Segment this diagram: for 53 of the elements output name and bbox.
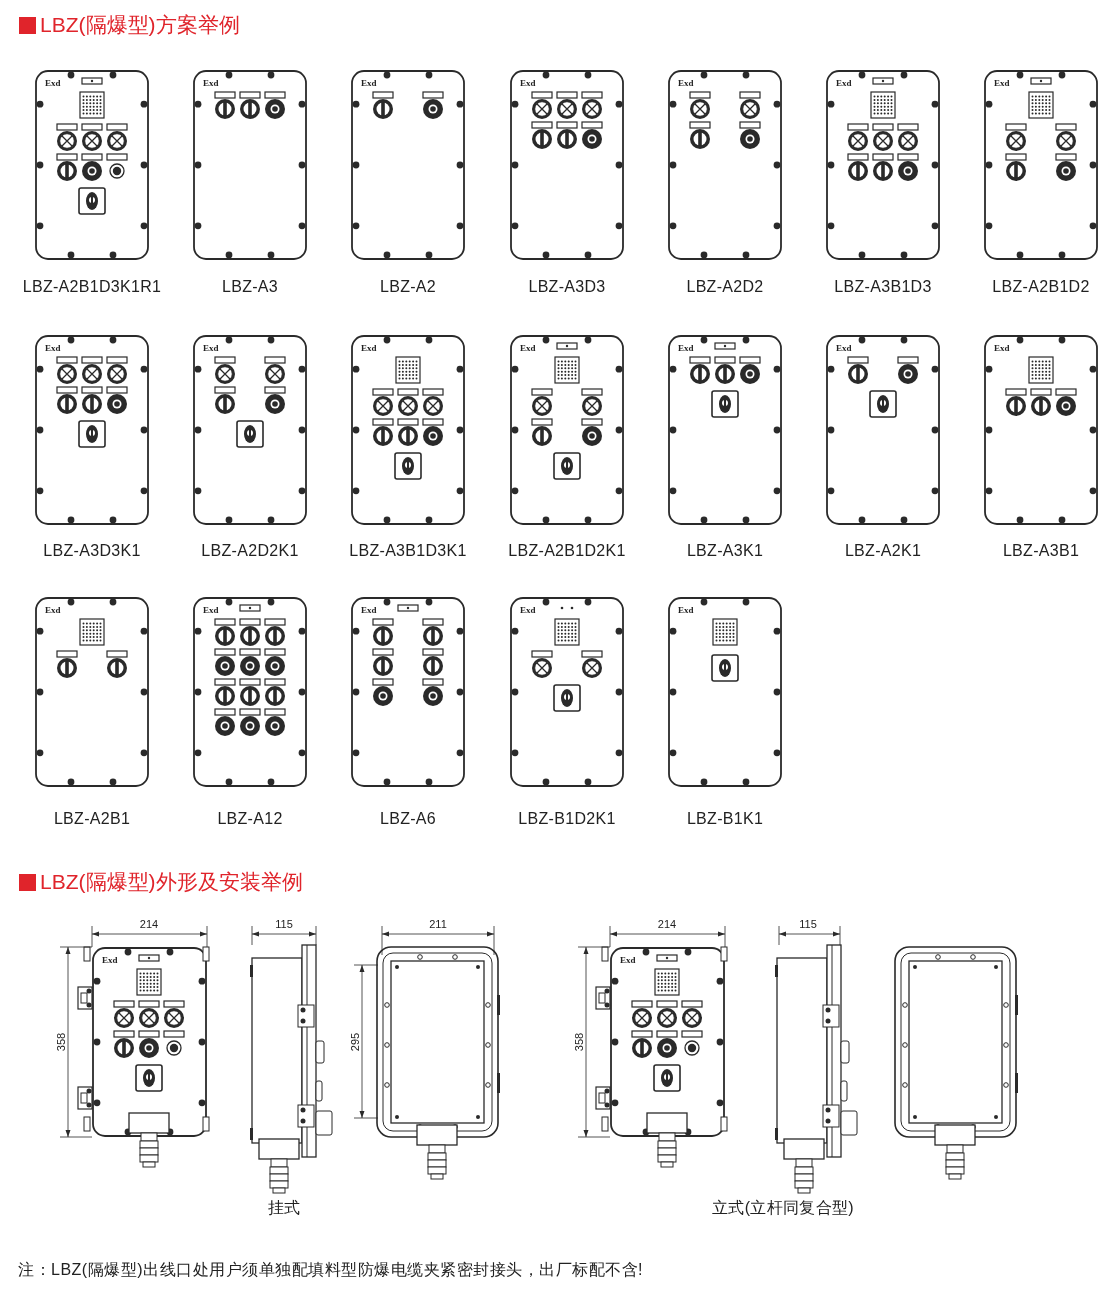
model-label: LBZ-A3	[222, 277, 278, 297]
marking-text: Exd	[836, 78, 852, 88]
model-label: LBZ-A6	[380, 809, 436, 829]
section-heading: LBZ(隔爆型)外形及安装举例	[40, 869, 303, 895]
dimension-label: 211	[429, 918, 447, 930]
marking-text: Exd	[836, 343, 852, 353]
marking-text: Exd	[361, 78, 377, 88]
dimension-label: 115	[275, 918, 293, 930]
model-label: LBZ-A3B1D3	[834, 277, 932, 297]
marking-text: Exd	[203, 78, 219, 88]
marking-text: Exd	[620, 955, 636, 965]
model-label: LBZ-A2B1	[53, 809, 131, 829]
dimension-label: 295	[349, 1032, 361, 1052]
view-caption: 挂式	[267, 1198, 301, 1218]
model-label: LBZ-A2B1D3K1R1	[22, 277, 162, 297]
model-label: LBZ-A3D3K1	[43, 541, 141, 561]
marking-text: Exd	[203, 605, 219, 615]
dimension-label: 214	[657, 918, 677, 930]
note-text: 注：LBZ(隔爆型)出线口处用户须单独配填料型防爆电缆夹紧密封接头，出厂标配不含!	[18, 1260, 643, 1280]
dimension-label: 358	[55, 1032, 67, 1052]
marking-text: Exd	[102, 955, 118, 965]
model-label: LBZ-A2	[380, 277, 436, 297]
marking-text: Exd	[994, 78, 1010, 88]
marking-text: Exd	[45, 605, 61, 615]
marking-text: Exd	[678, 343, 694, 353]
model-label: LBZ-A2B1D2K1	[508, 541, 626, 561]
marking-text: Exd	[520, 78, 536, 88]
model-label: LBZ-A2K1	[844, 541, 922, 561]
marking-text: Exd	[361, 605, 377, 615]
marking-text: Exd	[994, 343, 1010, 353]
marking-text: Exd	[678, 605, 694, 615]
dimension-label: 115	[799, 918, 817, 930]
marking-text: Exd	[45, 343, 61, 353]
model-label: LBZ-A2D2K1	[201, 541, 299, 561]
dimension-label: 358	[573, 1032, 585, 1052]
model-label: LBZ-A3D3	[528, 277, 606, 297]
marking-text: Exd	[361, 343, 377, 353]
marking-text: Exd	[45, 78, 61, 88]
marking-text: Exd	[203, 343, 219, 353]
dimension-label: 214	[139, 918, 159, 930]
model-label: LBZ-A3B1D3K1	[349, 541, 467, 561]
marking-text: Exd	[520, 605, 536, 615]
model-label: LBZ-A3B1	[1002, 541, 1080, 561]
model-label: LBZ-A2B1D2	[992, 277, 1090, 297]
model-label: LBZ-B1D2K1	[518, 809, 616, 829]
model-label: LBZ-A2D2	[686, 277, 764, 297]
model-label: LBZ-B1K1	[686, 809, 764, 829]
view-caption: 立式(立杆同复合型)	[712, 1198, 854, 1218]
marking-text: Exd	[520, 343, 536, 353]
model-label: LBZ-A12	[217, 809, 283, 829]
model-label: LBZ-A3K1	[686, 541, 764, 561]
marking-text: Exd	[678, 78, 694, 88]
section-heading: LBZ(隔爆型)方案举例	[40, 12, 240, 38]
